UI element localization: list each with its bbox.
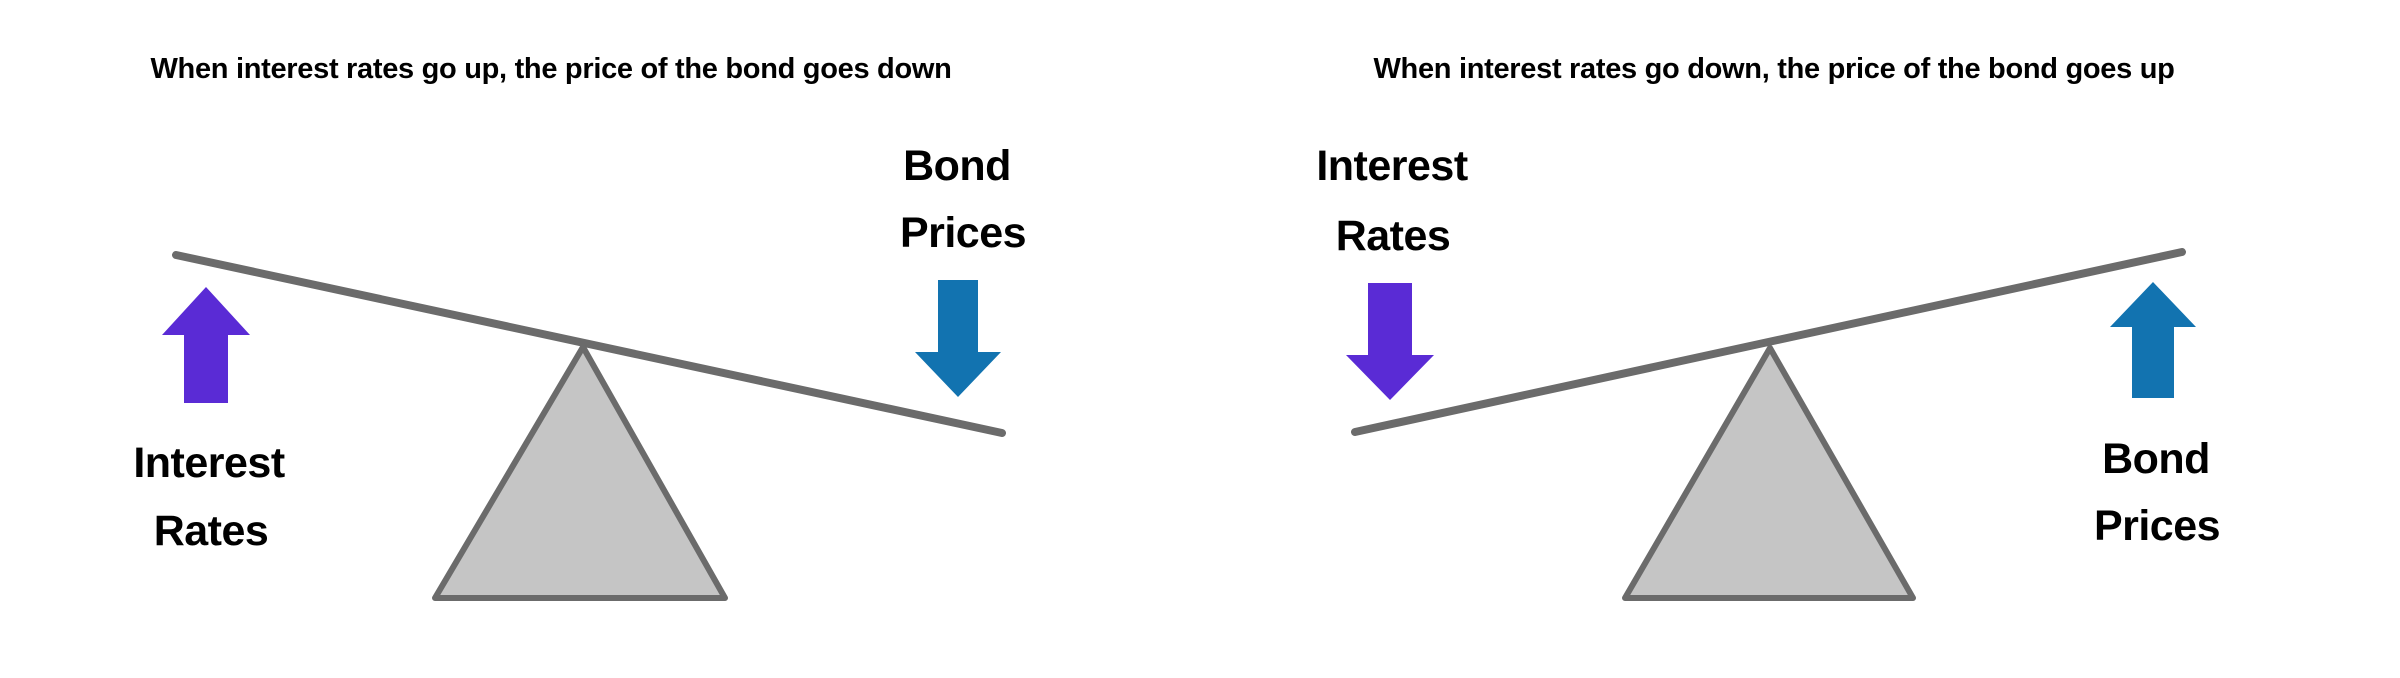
bond-prices-label-line1: Bond bbox=[2102, 435, 2210, 483]
bond-prices-up-arrow-icon bbox=[2110, 282, 2196, 398]
bond-prices-label-line2: Prices bbox=[2094, 502, 2220, 550]
interest-rates-label-line1: Interest bbox=[1316, 142, 1468, 190]
interest-rates-label-line1: Interest bbox=[133, 439, 285, 487]
bond-prices-down-arrow-icon bbox=[915, 280, 1001, 397]
interest-rates-label-line2: Rates bbox=[1336, 212, 1451, 260]
panel-rates-down-prices-up: When interest rates go down, the price o… bbox=[1200, 0, 2400, 678]
interest-rates-label-line2: Rates bbox=[154, 507, 269, 555]
panel-rates-up-prices-down: When interest rates go up, the price of … bbox=[133, 53, 1027, 601]
fulcrum-triangle bbox=[432, 344, 728, 601]
bond-prices-label-line2: Prices bbox=[900, 209, 1026, 257]
seesaw-beam bbox=[172, 251, 1006, 437]
seesaw-beam bbox=[1351, 248, 2186, 436]
seesaw-diagram-left: When interest rates go up, the price of … bbox=[133, 53, 1027, 601]
bond-prices-label-line1: Bond bbox=[903, 142, 1011, 190]
panel-title: When interest rates go up, the price of … bbox=[150, 53, 951, 85]
panel-title: When interest rates go down, the price o… bbox=[1373, 53, 2174, 85]
seesaw-diagram-right: When interest rates go down, the price o… bbox=[1316, 53, 2221, 601]
interest-rates-up-arrow-icon bbox=[162, 287, 250, 403]
interest-rates-down-arrow-icon bbox=[1346, 283, 1434, 400]
fulcrum-triangle bbox=[1622, 345, 1916, 601]
